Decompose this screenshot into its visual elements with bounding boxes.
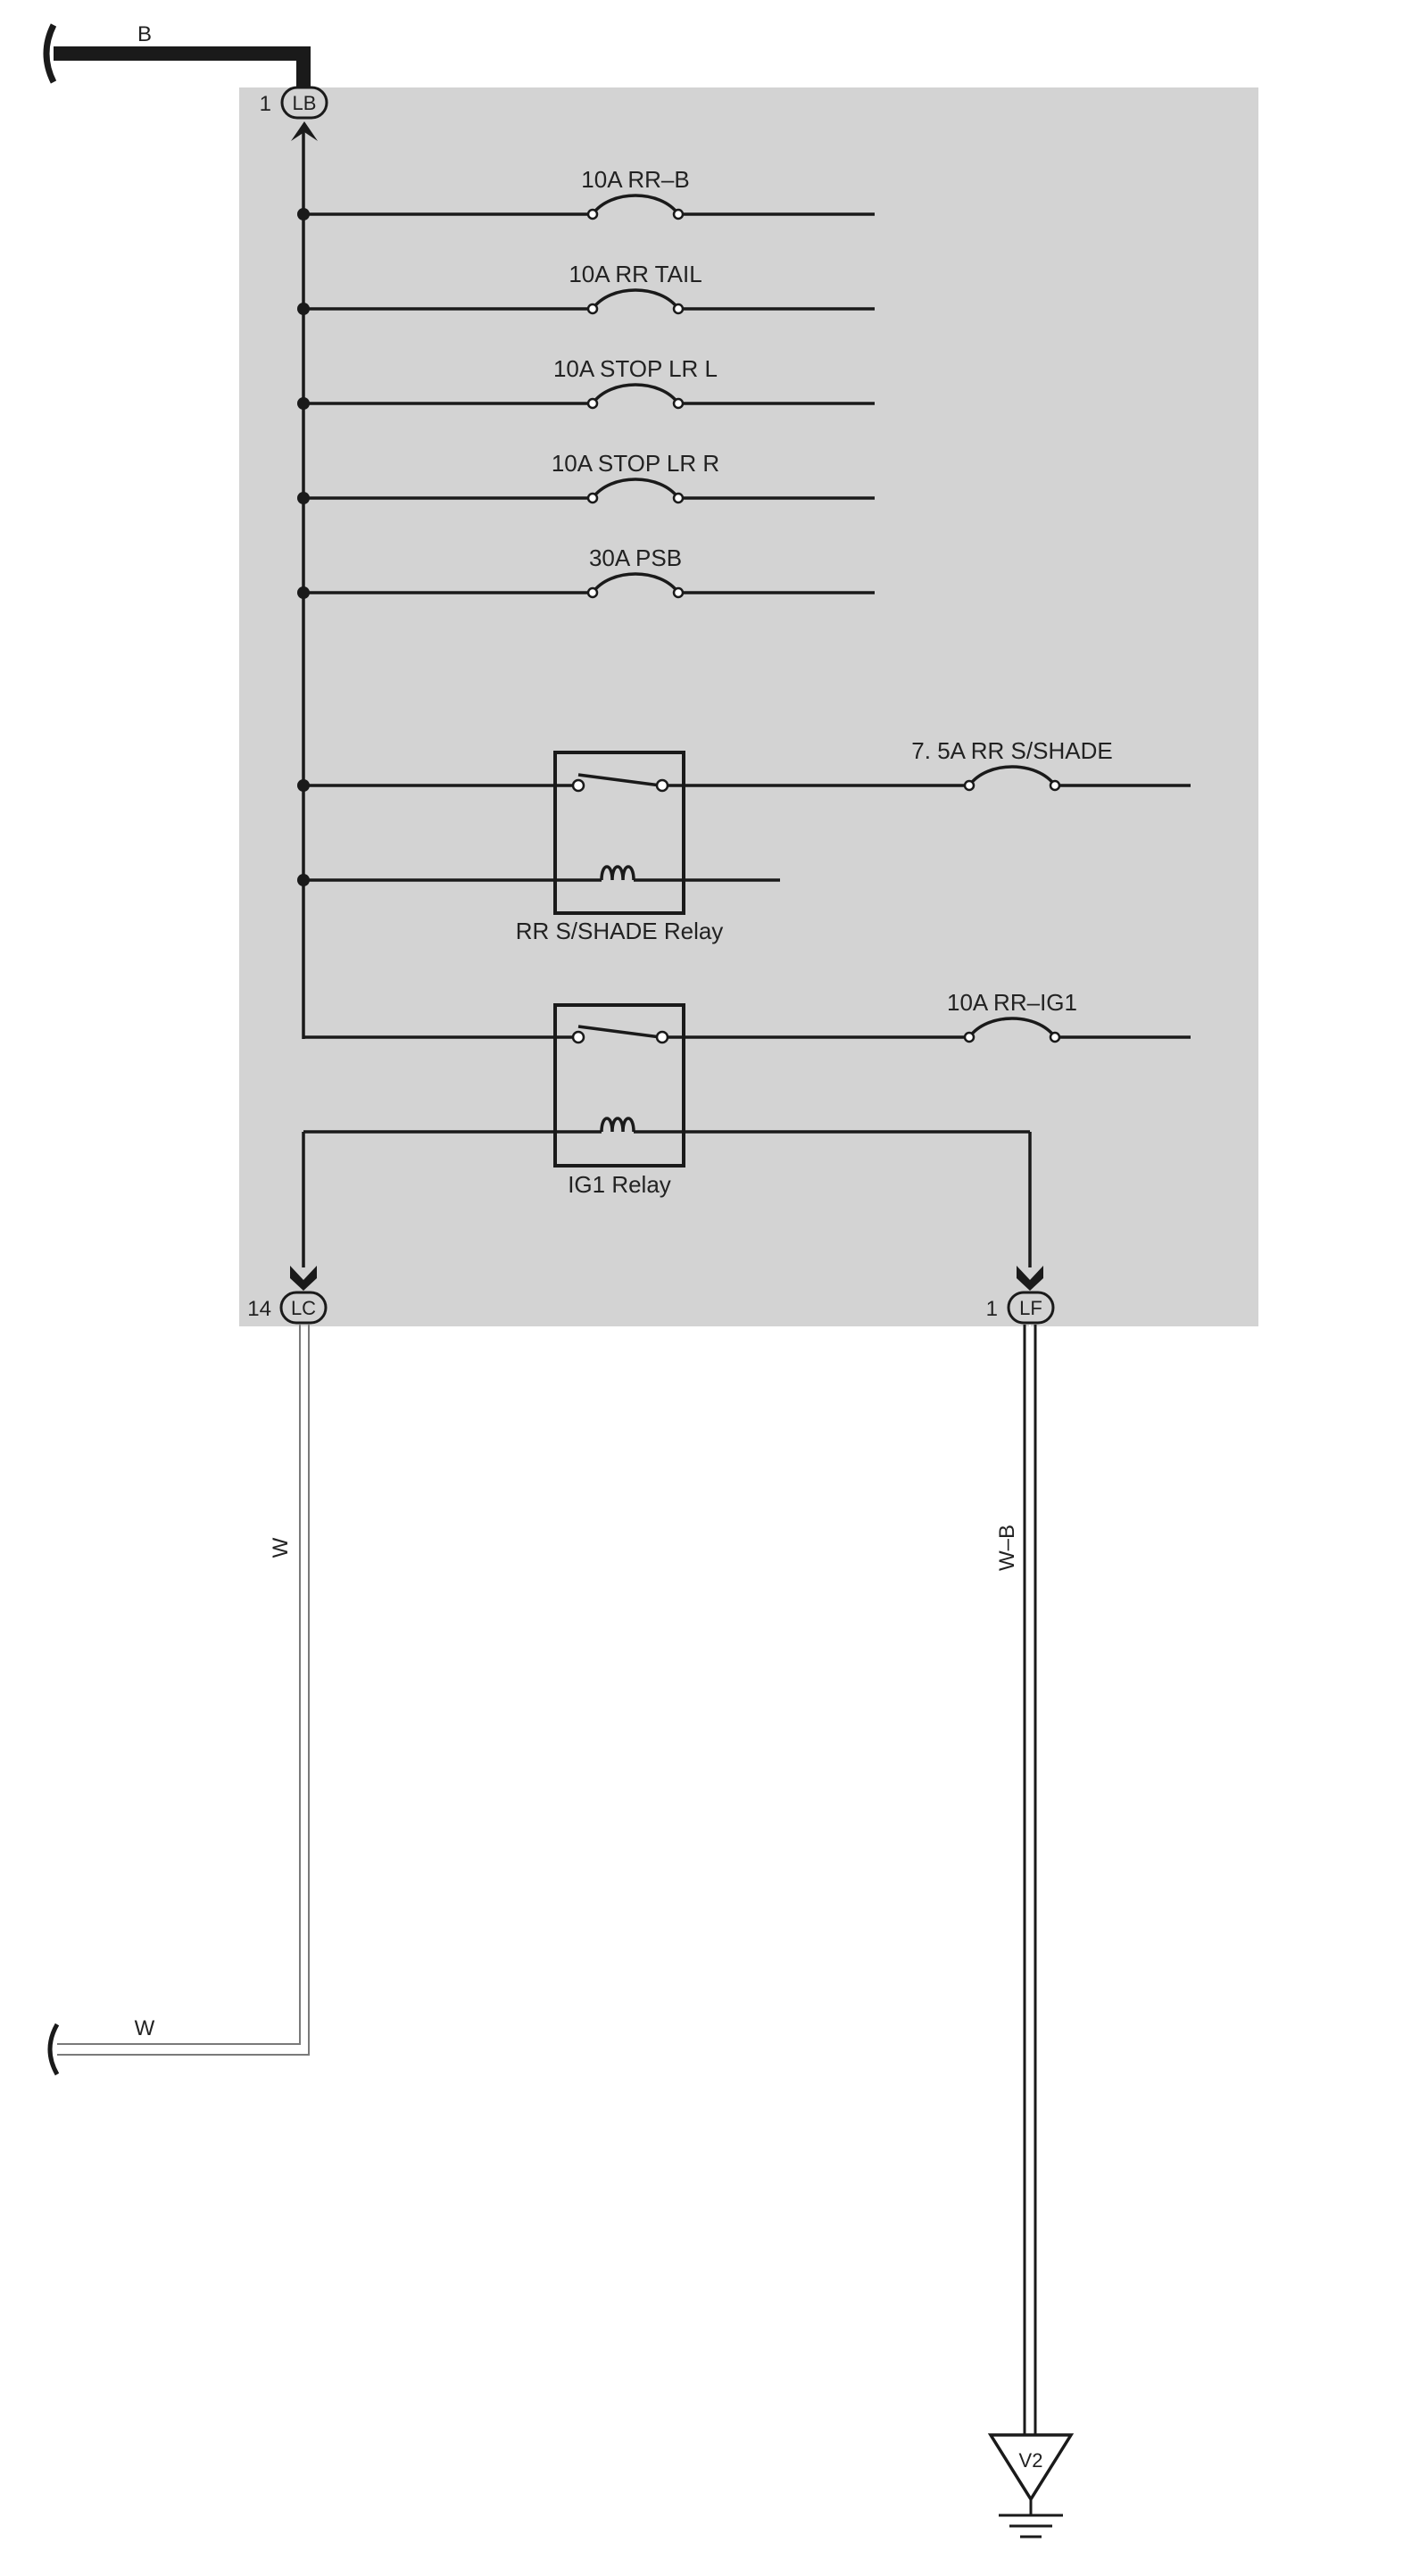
connector-lf[interactable]: LF 1 bbox=[986, 1266, 1055, 1325]
relay-contact bbox=[577, 773, 661, 787]
junction-dot bbox=[297, 303, 310, 315]
wire-color-label: W bbox=[135, 2016, 155, 2040]
fuse-psb: 30A PSB bbox=[297, 544, 875, 599]
connector-name: LB bbox=[293, 92, 317, 114]
fuse-label: 10A RR TAIL bbox=[569, 261, 702, 287]
connector-body bbox=[280, 86, 328, 120]
wire-color-label: B bbox=[137, 22, 152, 46]
input-wire-b: B bbox=[43, 22, 311, 89]
ground-triangle bbox=[987, 2433, 1075, 2503]
wire-w-b: W–B bbox=[995, 1325, 1037, 2435]
relay-rr-s-shade: RR S/SHADE Relay 7. 5A RR S/SHADE bbox=[297, 737, 1191, 944]
fuse-label: 10A STOP LR L bbox=[553, 355, 718, 382]
wire-w: W W bbox=[47, 1325, 310, 2076]
connector-pin: 1 bbox=[986, 1297, 998, 1321]
connector-body bbox=[279, 1291, 328, 1325]
ground-icon bbox=[999, 2514, 1063, 2539]
ground-name: V2 bbox=[1019, 2449, 1043, 2472]
relay-fuse-label: 10A RR–IG1 bbox=[947, 989, 1077, 1016]
ground-v2: V2 bbox=[987, 2433, 1075, 2539]
connector-arrow-icon bbox=[291, 121, 318, 141]
fuse-rr-tail: 10A RR TAIL bbox=[297, 261, 875, 315]
connector-lb[interactable]: LB 1 bbox=[260, 86, 328, 141]
junction-block bbox=[239, 87, 1258, 1326]
fuse-label: 30A PSB bbox=[589, 544, 682, 571]
junction-dot bbox=[297, 208, 310, 220]
junction-dot bbox=[297, 586, 310, 599]
connector-pin: 1 bbox=[260, 92, 271, 116]
junction-dot bbox=[297, 779, 310, 792]
fuse-stop-lr-l: 10A STOP LR L bbox=[297, 355, 875, 410]
relay-coil bbox=[600, 865, 635, 881]
wire-color-label: W–B bbox=[995, 1525, 1019, 1571]
wire-break-mark bbox=[47, 2023, 60, 2076]
connector-arrow-icon bbox=[290, 1266, 317, 1291]
fuse-stop-lr-r: 10A STOP LR R bbox=[297, 450, 875, 504]
wire-color-label: W bbox=[269, 1537, 293, 1558]
connector-lc[interactable]: LC 14 bbox=[247, 1266, 328, 1325]
junction-dot bbox=[297, 874, 310, 886]
fuse-rr-b: 10A RR–B bbox=[297, 166, 875, 220]
connector-arrow-icon bbox=[1017, 1266, 1043, 1291]
connector-body bbox=[1007, 1291, 1055, 1325]
connector-name: LF bbox=[1019, 1297, 1042, 1319]
connector-name: LC bbox=[291, 1297, 316, 1319]
relay-box bbox=[553, 751, 685, 915]
relay-box bbox=[553, 1003, 685, 1168]
relay-name: IG1 Relay bbox=[568, 1171, 671, 1198]
relay-coil bbox=[600, 1117, 635, 1133]
relay-contact bbox=[577, 1025, 661, 1039]
fuse-label: 10A RR–B bbox=[581, 166, 689, 193]
junction-dot bbox=[297, 397, 310, 410]
wire-break-mark bbox=[43, 23, 57, 84]
relay-fuse-label: 7. 5A RR S/SHADE bbox=[911, 737, 1112, 764]
relay-name: RR S/SHADE Relay bbox=[516, 918, 724, 944]
relay-ig1: IG1 Relay 10A RR–IG1 bbox=[303, 989, 1191, 1198]
junction-dot bbox=[297, 492, 310, 504]
connector-pin: 14 bbox=[247, 1297, 271, 1321]
fuse-label: 10A STOP LR R bbox=[552, 450, 719, 477]
